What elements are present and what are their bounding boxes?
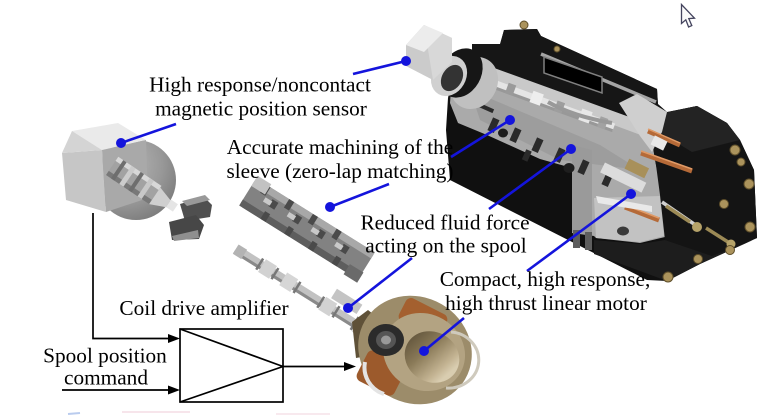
svg-text:magnetic position sensor: magnetic position sensor — [155, 97, 367, 121]
svg-text:Coil drive amplifier: Coil drive amplifier — [119, 296, 288, 320]
svg-text:high thrust linear motor: high thrust linear motor — [445, 291, 647, 315]
svg-text:Compact, high response,: Compact, high response, — [440, 267, 651, 291]
svg-text:acting on the spool: acting on the spool — [365, 234, 527, 258]
svg-text:Reduced fluid force: Reduced fluid force — [360, 211, 529, 235]
svg-text:Accurate machining of the: Accurate machining of the — [227, 135, 453, 159]
svg-text:sleeve (zero-lap matching): sleeve (zero-lap matching) — [226, 159, 453, 183]
svg-text:Spool position: Spool position — [43, 344, 167, 368]
svg-text:command: command — [64, 366, 148, 390]
svg-text:High response/noncontact: High response/noncontact — [149, 73, 371, 97]
